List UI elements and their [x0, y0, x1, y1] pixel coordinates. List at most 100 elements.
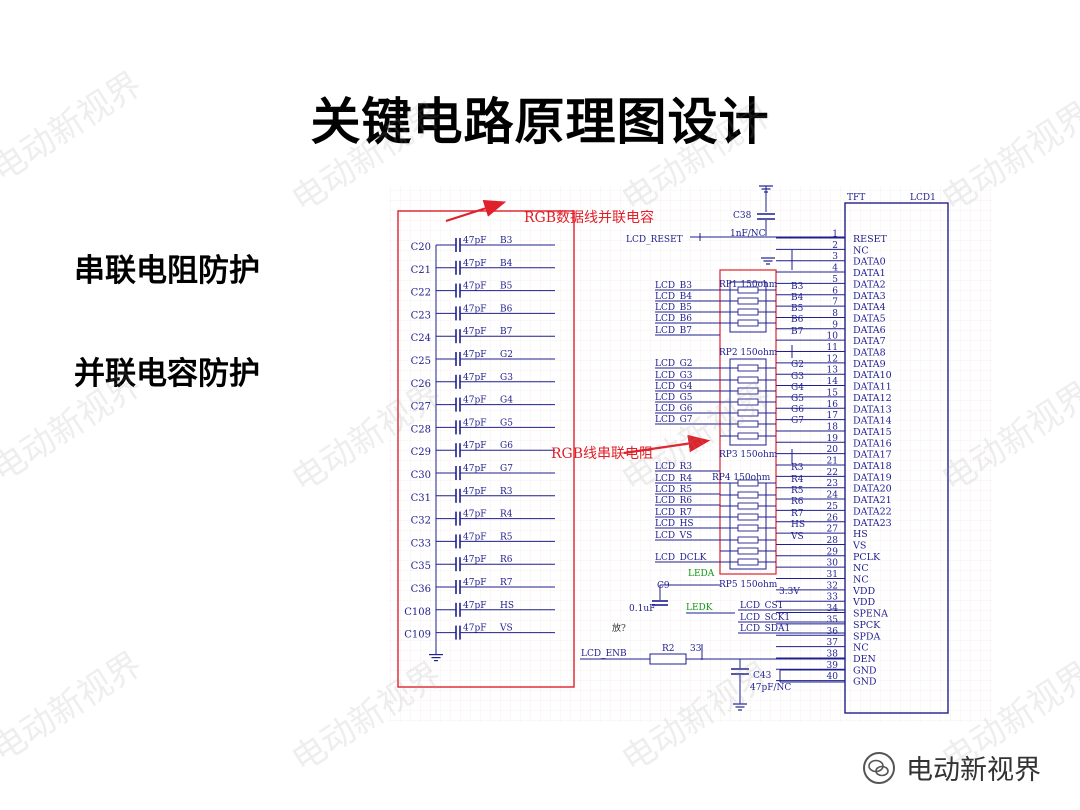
lcd-pin-number: 14 [827, 377, 839, 387]
capacitor-net-label: B3 [500, 236, 513, 246]
left-net-label: LCD_R5 [655, 485, 692, 495]
capacitor-net-label: B4 [500, 259, 513, 269]
c38-ref: C38 [733, 211, 752, 221]
bullet-series-resistor: 串联电阻防护 [74, 253, 260, 289]
lcd-pin-name: DATA16 [853, 438, 892, 449]
lcd-pin-name: DATA14 [853, 416, 892, 427]
lcd-pin-name: DATA10 [853, 370, 892, 381]
capacitor-value: 47pF [463, 532, 486, 542]
left-net-label: LCD_G6 [655, 404, 693, 414]
lcd-pin-name: SPENA [853, 609, 888, 620]
right-net-label: R4 [791, 475, 804, 485]
lcd-pin-number: 24 [827, 491, 839, 501]
left-net-label: LCD_G7 [655, 415, 693, 425]
left-net-label: LCD_DCLK [655, 553, 707, 563]
lcd-pin-name: DATA18 [853, 461, 892, 472]
annotation-arrow [445, 200, 507, 223]
reset-net-label: LCD_RESET [626, 235, 683, 245]
c9-value: 0.1uF [629, 604, 655, 614]
capacitor-ref: C20 [411, 242, 431, 253]
rpack-label: RP2 150ohm [719, 348, 778, 358]
capacitor-net-label: VS [499, 624, 513, 634]
right-net-label: R7 [791, 509, 804, 519]
lcd-pin-name: DATA20 [853, 484, 892, 495]
lcd-pin-number: 16 [827, 400, 839, 410]
capacitor-ref: C31 [411, 493, 431, 504]
right-net-label: G3 [791, 372, 804, 382]
capacitor-ref: C24 [411, 333, 431, 344]
r2-value: 33 [690, 644, 702, 654]
lcd-pin-number: 7 [832, 298, 838, 308]
lcd-pin-name: DATA6 [853, 325, 886, 336]
left-net-label: LCD_G3 [655, 371, 693, 381]
capacitor-net-label: R4 [500, 510, 513, 520]
capacitor-value: 47pF [463, 282, 486, 292]
c9-note: 放? [612, 622, 626, 634]
left-net-label: LCD_G2 [655, 359, 693, 369]
capacitor-ref: C108 [404, 607, 431, 618]
lcd-pin-number: 31 [827, 570, 838, 580]
rpack-label: RP1 150ohm [719, 280, 778, 290]
capacitor-value: 47pF [463, 236, 486, 246]
left-net-label: LCD_B6 [655, 314, 692, 324]
right-net-label: R6 [791, 497, 804, 507]
lcd-pin-name: GND [853, 677, 877, 688]
capacitor-ref: C25 [411, 356, 431, 367]
left-net-label: LCD_R6 [655, 496, 692, 506]
lcd-pin-name: NC [853, 643, 869, 654]
resistor-element [737, 297, 759, 305]
led-net-label: LEDK [686, 603, 713, 613]
lcd-pin-number: 28 [827, 536, 839, 546]
left-net-label: LCD_G5 [655, 393, 693, 403]
lcd-pin-number: 30 [827, 559, 839, 569]
lcd-pin-name: DATA0 [853, 257, 886, 268]
c9-ref: C9 [657, 581, 670, 591]
capacitor-net-label: G4 [500, 396, 513, 406]
capacitor-net-label: B5 [500, 282, 513, 292]
capacitor-value: 47pF [463, 396, 486, 406]
left-net-label: LCD_R7 [655, 508, 692, 518]
capacitor-net-label: G2 [500, 350, 513, 360]
lcd-pin-name: DATA19 [853, 472, 892, 483]
resistor-element [737, 308, 759, 316]
left-net-label: LCD_VS [655, 531, 692, 541]
lcd-pin-name: NC [853, 575, 869, 586]
lcd-pin-number: 22 [827, 468, 838, 478]
capacitor-ref: C30 [411, 470, 431, 481]
lcd-connector-body [844, 202, 949, 714]
page-title: 关键电路原理图设计 [310, 93, 770, 151]
left-net-label: LCD_B3 [655, 281, 692, 291]
capacitor-value: 47pF [463, 555, 486, 565]
resistor-element [737, 558, 759, 566]
lcd-pin-number: 6 [832, 286, 838, 296]
lcd-type-label: TFT [847, 193, 865, 203]
lcd-pin-name: DATA21 [853, 495, 892, 506]
led-net-label: LEDA [688, 569, 715, 579]
capacitor-net-label: R6 [500, 555, 513, 565]
wires-layer [397, 185, 949, 714]
lcd-pin-number: 26 [827, 513, 839, 523]
r2-ref: R2 [662, 644, 675, 654]
lcd-pin-number: 5 [832, 275, 838, 285]
lcd-pin-number: 1 [832, 230, 838, 240]
capacitor-ref: C21 [411, 265, 431, 276]
c43-value: 47pF/NC [750, 683, 791, 693]
left-net-label: LCD_R4 [655, 474, 692, 484]
right-net-label: B6 [791, 315, 804, 325]
lcd-pin-name: DATA8 [853, 348, 886, 359]
resistor-element [737, 432, 759, 440]
power-label: 3.3V [779, 587, 800, 597]
lcd-pin-number: 21 [827, 457, 838, 467]
annotation-parallel-caps: RGB数据线并联电容 [524, 209, 654, 226]
right-net-label: G5 [791, 394, 804, 404]
capacitor-net-label: G6 [500, 441, 513, 451]
resistor-element [737, 491, 759, 499]
capacitor-ref: C26 [411, 379, 431, 390]
lcd-pin-name: DATA23 [853, 518, 892, 529]
lcd-pin-name: VDD [852, 586, 875, 597]
enb-net-label: LCD_ENB [581, 649, 627, 659]
capacitor-value: 47pF [463, 510, 486, 520]
left-net-label: LCD_R3 [655, 462, 692, 472]
capacitor-ref: C35 [411, 561, 431, 572]
